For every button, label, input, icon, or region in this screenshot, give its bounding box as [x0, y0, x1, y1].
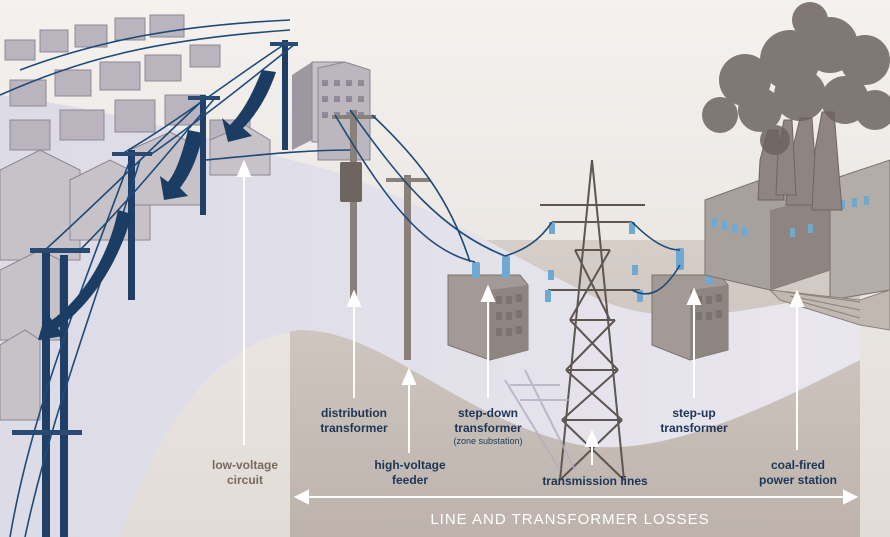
label-coal-fired-power-station: coal-fired power station	[758, 458, 837, 487]
distribution-pole	[332, 110, 430, 360]
label-step-up-transformer: step-up transformer	[660, 406, 728, 435]
smoke-plume	[702, 2, 890, 155]
tower-shadow	[504, 369, 576, 471]
label-step-down-transformer: step-down transformer (zone substation)	[453, 406, 523, 446]
label-high-voltage-feeder: high-voltage feeder	[374, 458, 446, 487]
energy-flow-arrows	[38, 70, 276, 340]
label-transmission-lines: transmission lines	[542, 474, 648, 488]
tower-insulators	[545, 222, 643, 302]
pointer-arrows	[236, 159, 805, 465]
label-distribution-transformer: distribution transformer	[320, 406, 388, 435]
banner-line-transformer-losses: LINE AND TRANSFORMER LOSSES	[430, 511, 710, 528]
label-low-voltage-circuit: low-voltage circuit	[211, 458, 278, 487]
energy-path-band	[0, 95, 860, 537]
apartment-blocks	[292, 61, 371, 161]
loss-range-arrow	[293, 489, 859, 505]
